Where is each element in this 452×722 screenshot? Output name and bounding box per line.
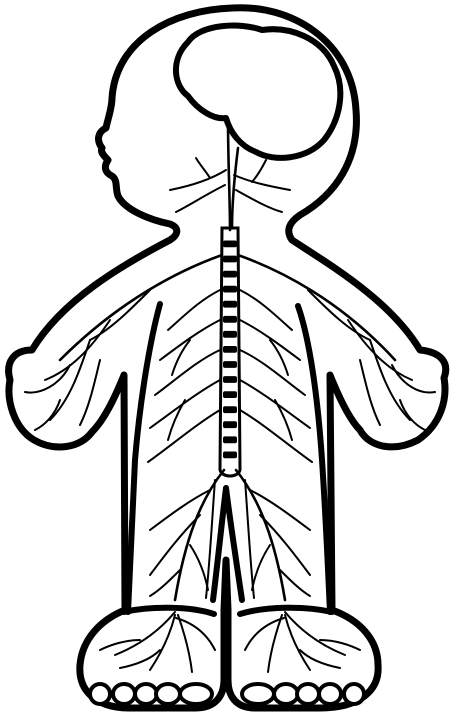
right-toe	[274, 684, 298, 704]
vertebra	[223, 241, 237, 248]
vertebra	[223, 346, 237, 353]
vertebra	[223, 271, 237, 278]
vertebra	[223, 301, 237, 308]
right-toe	[242, 684, 274, 704]
left-toe	[113, 684, 135, 704]
vertebra	[223, 436, 237, 443]
right-toe	[319, 684, 341, 704]
left-toe	[156, 684, 180, 704]
vertebra	[223, 406, 237, 413]
vertebra	[223, 286, 237, 293]
right-toe	[344, 684, 364, 704]
right-toe	[297, 684, 319, 704]
left-toe	[135, 684, 157, 704]
vertebra	[223, 361, 237, 368]
vertebra	[223, 316, 237, 323]
left-toe	[90, 684, 110, 704]
vertebra	[223, 452, 237, 459]
vertebra	[223, 391, 237, 398]
left-toe	[180, 684, 212, 704]
vertebra	[223, 256, 237, 263]
vertebrae-group	[223, 241, 237, 459]
vertebra	[223, 331, 237, 338]
vertebra	[223, 376, 237, 383]
vertebra	[223, 421, 237, 428]
